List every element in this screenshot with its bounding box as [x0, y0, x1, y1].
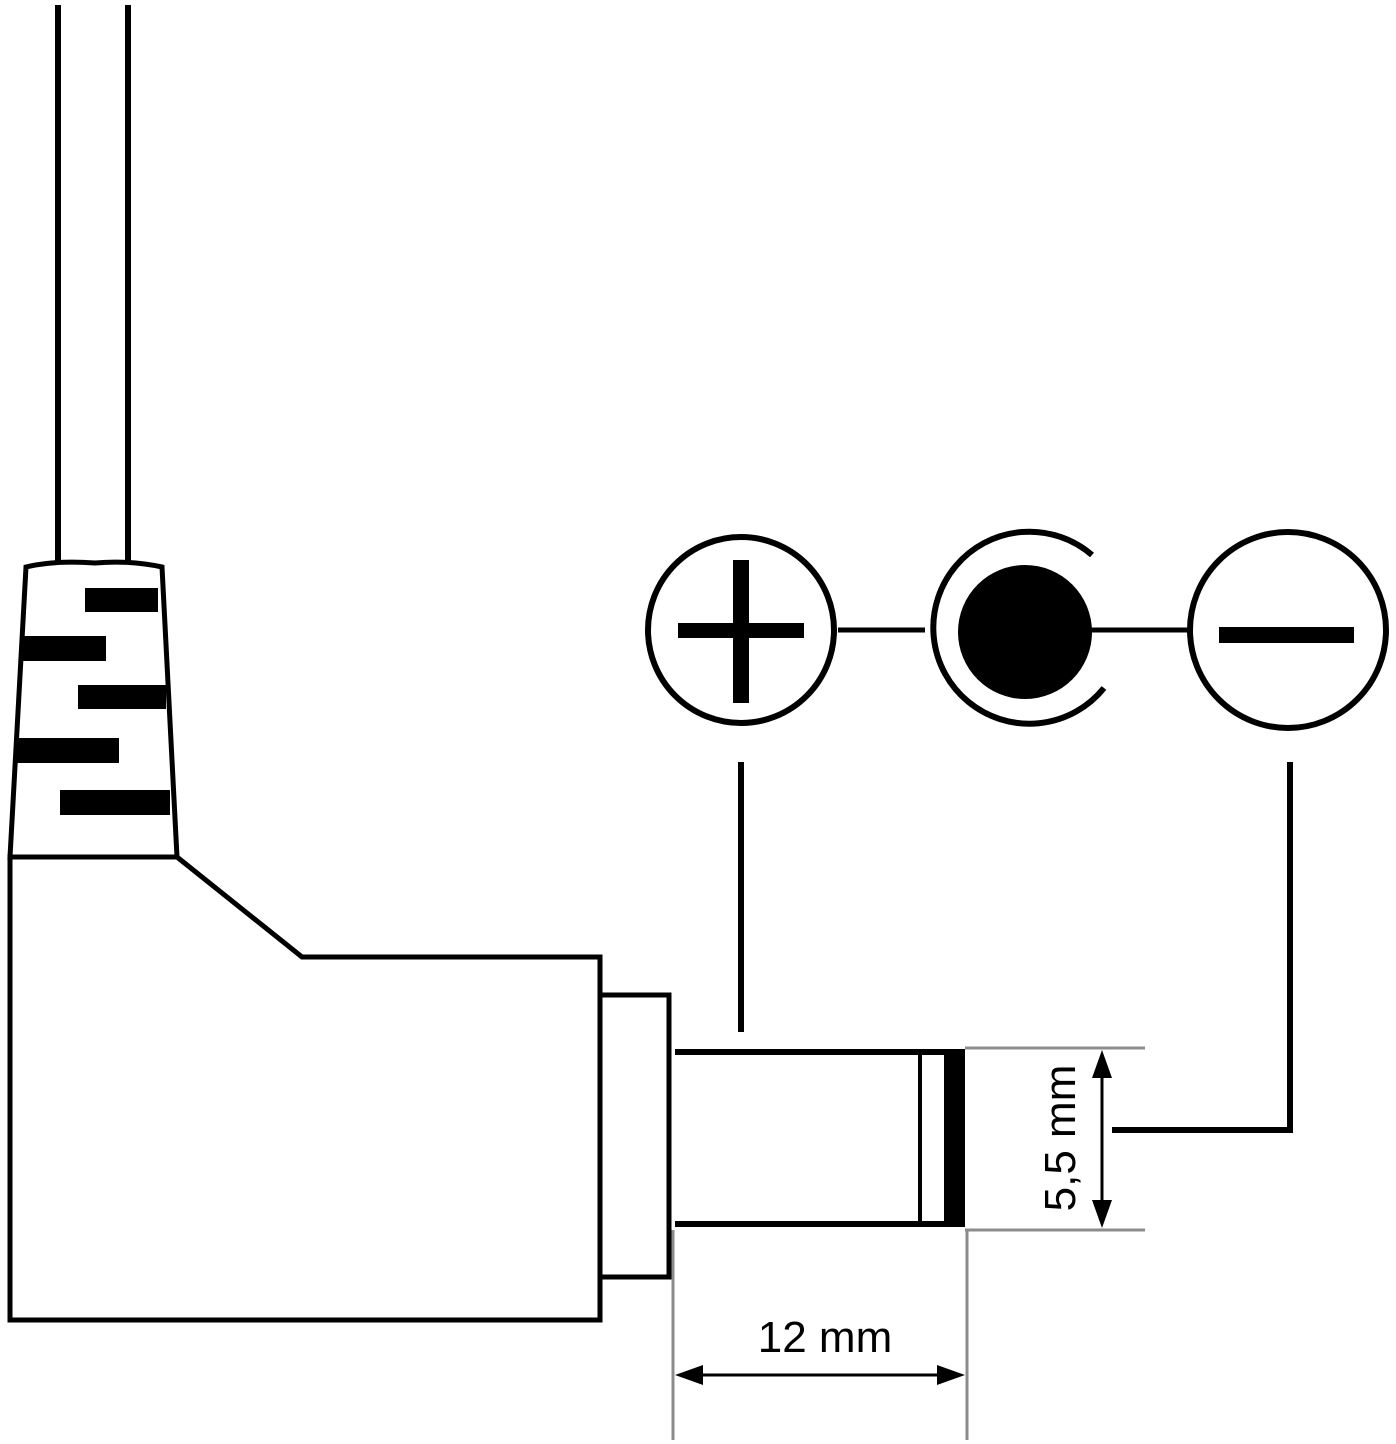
plug-collar [597, 992, 672, 1280]
diameter-dimension: 5,5 mm [965, 1046, 1145, 1232]
grip-bar [15, 738, 119, 763]
plug-barrel [675, 1049, 965, 1227]
plus-icon [645, 534, 837, 726]
sleeve-leader [1112, 762, 1293, 1133]
grip-bar [60, 790, 170, 815]
grip-bar [78, 685, 166, 709]
grip-bar [22, 636, 106, 661]
diameter-label: 5,5 mm [1036, 1065, 1085, 1212]
plug-body [7, 854, 603, 1323]
barrel-tip-ring [944, 1049, 965, 1227]
polarity-leaders [738, 762, 1293, 1133]
length-label: 12 mm [758, 1313, 892, 1362]
minus-icon [1187, 529, 1389, 731]
center-positive-polarity-icon [930, 528, 1107, 727]
cable [55, 5, 131, 562]
strain-relief [7, 559, 180, 860]
length-dimension: 12 mm [671, 1230, 969, 1440]
polarity-symbol [645, 528, 1389, 731]
grip-bar [85, 588, 158, 612]
